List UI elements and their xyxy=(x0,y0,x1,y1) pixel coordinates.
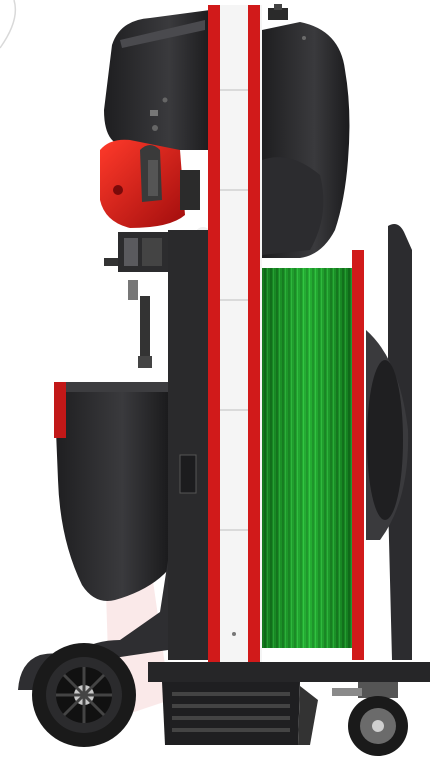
front-wheel xyxy=(32,643,136,747)
corner-arc xyxy=(0,0,17,49)
engine-housing xyxy=(104,10,212,150)
under-tray xyxy=(162,682,318,745)
base-plate xyxy=(148,662,430,682)
rear-caster xyxy=(332,682,408,756)
rear-handle xyxy=(366,224,412,660)
lower-bin xyxy=(54,382,168,601)
hose-reel xyxy=(262,250,364,660)
pump-motor xyxy=(100,139,200,228)
main-frame xyxy=(208,5,262,665)
center-column xyxy=(168,230,210,660)
tank-housing xyxy=(262,4,350,258)
